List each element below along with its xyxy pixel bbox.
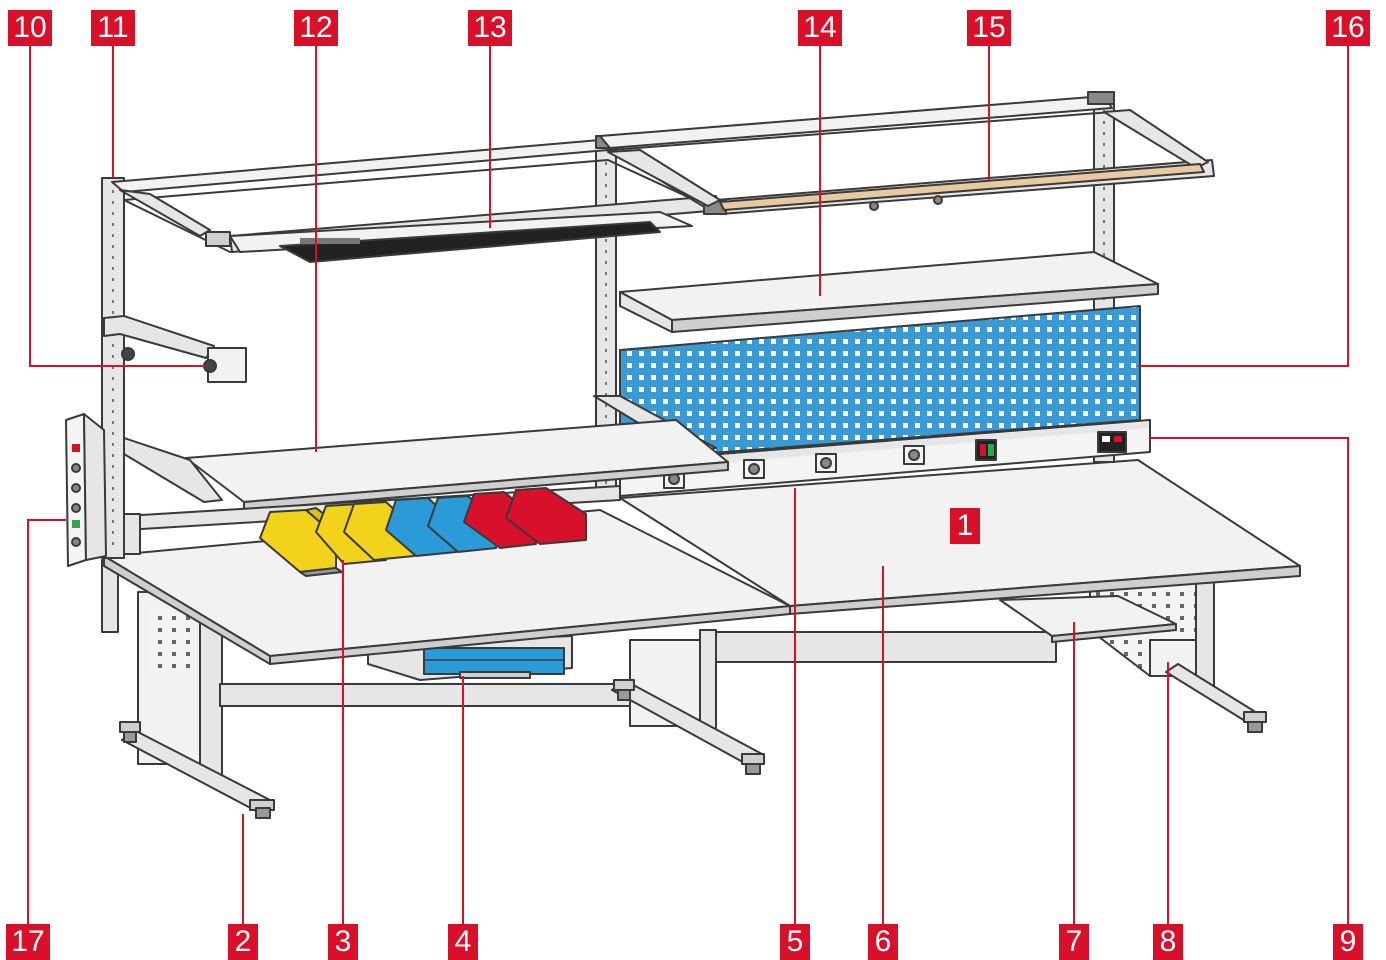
callout-7: 7 xyxy=(1059,924,1089,960)
callout-15: 15 xyxy=(967,10,1011,46)
leader-lines xyxy=(27,44,1349,928)
callout-1: 1 xyxy=(950,508,980,544)
drawer-unit xyxy=(367,635,573,681)
inclined-shelf xyxy=(123,419,729,511)
bench-drawing xyxy=(65,91,1301,819)
callout-12: 12 xyxy=(294,10,338,46)
monitor-arm xyxy=(103,315,247,383)
callout-10: 10 xyxy=(8,10,52,46)
callout-3: 3 xyxy=(328,924,358,960)
side-power-strip xyxy=(65,413,107,567)
callout-16: 16 xyxy=(1326,10,1370,46)
storage-bins xyxy=(259,487,587,577)
leader-9 xyxy=(1150,437,1349,928)
callout-14: 14 xyxy=(798,10,842,46)
callout-4: 4 xyxy=(448,924,478,960)
lamp-shelf xyxy=(229,211,693,263)
keyboard-tray xyxy=(999,595,1177,643)
callout-2: 2 xyxy=(228,924,258,960)
callout-13: 13 xyxy=(468,10,512,46)
callout-8: 8 xyxy=(1153,924,1183,960)
callout-9: 9 xyxy=(1333,924,1363,960)
tool-rail xyxy=(719,163,1205,211)
leader-16 xyxy=(1138,44,1349,367)
callout-5: 5 xyxy=(780,924,810,960)
upper-shelf xyxy=(619,251,1159,333)
callout-11: 11 xyxy=(91,10,135,46)
callout-6: 6 xyxy=(868,924,898,960)
callout-17: 17 xyxy=(6,924,50,960)
leader-10 xyxy=(29,44,206,367)
leader-17 xyxy=(27,519,66,928)
